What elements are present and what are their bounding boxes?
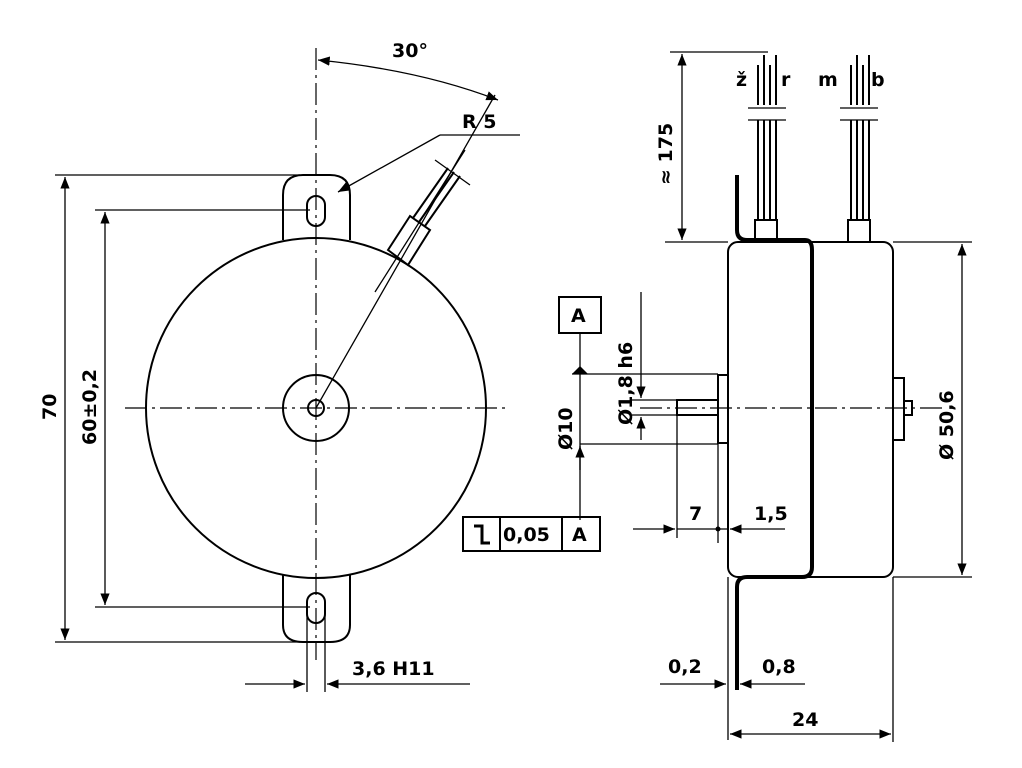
hole-width-dimension: 3,6 H11 xyxy=(352,658,435,680)
datum-label: A xyxy=(571,305,586,327)
rear-bearing xyxy=(892,377,905,441)
tolerance-datum: A xyxy=(572,524,587,546)
side-view: ž r m b ≈ 175 Ø 50,6 A Ø10 Ø1,8 h6 xyxy=(462,51,972,742)
body-diameter-dimension: Ø 50,6 xyxy=(936,390,958,460)
runout-symbol-icon xyxy=(474,524,490,545)
radius-label: R 5 xyxy=(462,111,496,133)
boss-diameter-dimension: Ø10 xyxy=(555,407,577,450)
mounting-bracket xyxy=(735,175,814,690)
height-dimension: 70 xyxy=(39,394,61,420)
wire-label-b: b xyxy=(871,69,885,91)
bracket-gap-dimension: 0,2 xyxy=(668,656,702,678)
hole-spacing-dimension: 60±0,2 xyxy=(79,369,101,445)
lead-length-dimension: ≈ 175 xyxy=(655,123,677,185)
bottom-lug xyxy=(282,575,351,643)
bracket-thickness-dimension: 0,8 xyxy=(762,656,796,678)
boss xyxy=(717,374,729,444)
tolerance-value: 0,05 xyxy=(503,524,550,546)
angle-label: 30° xyxy=(392,40,428,62)
boss-length-dimension: 1,5 xyxy=(754,503,788,525)
wire-label-m: m xyxy=(818,69,838,91)
front-view: 30° R 5 70 60±0,2 3,6 H11 xyxy=(39,40,520,692)
lead-wires xyxy=(748,55,878,243)
wire-label-r: r xyxy=(781,69,791,91)
wire-label-z: ž xyxy=(736,69,747,91)
shaft-length-dimension: 7 xyxy=(689,503,702,525)
shaft-diameter-dimension: Ø1,8 h6 xyxy=(615,342,637,425)
body-depth-dimension: 24 xyxy=(792,709,818,731)
tolerance-frame: 0,05 A xyxy=(462,516,601,552)
